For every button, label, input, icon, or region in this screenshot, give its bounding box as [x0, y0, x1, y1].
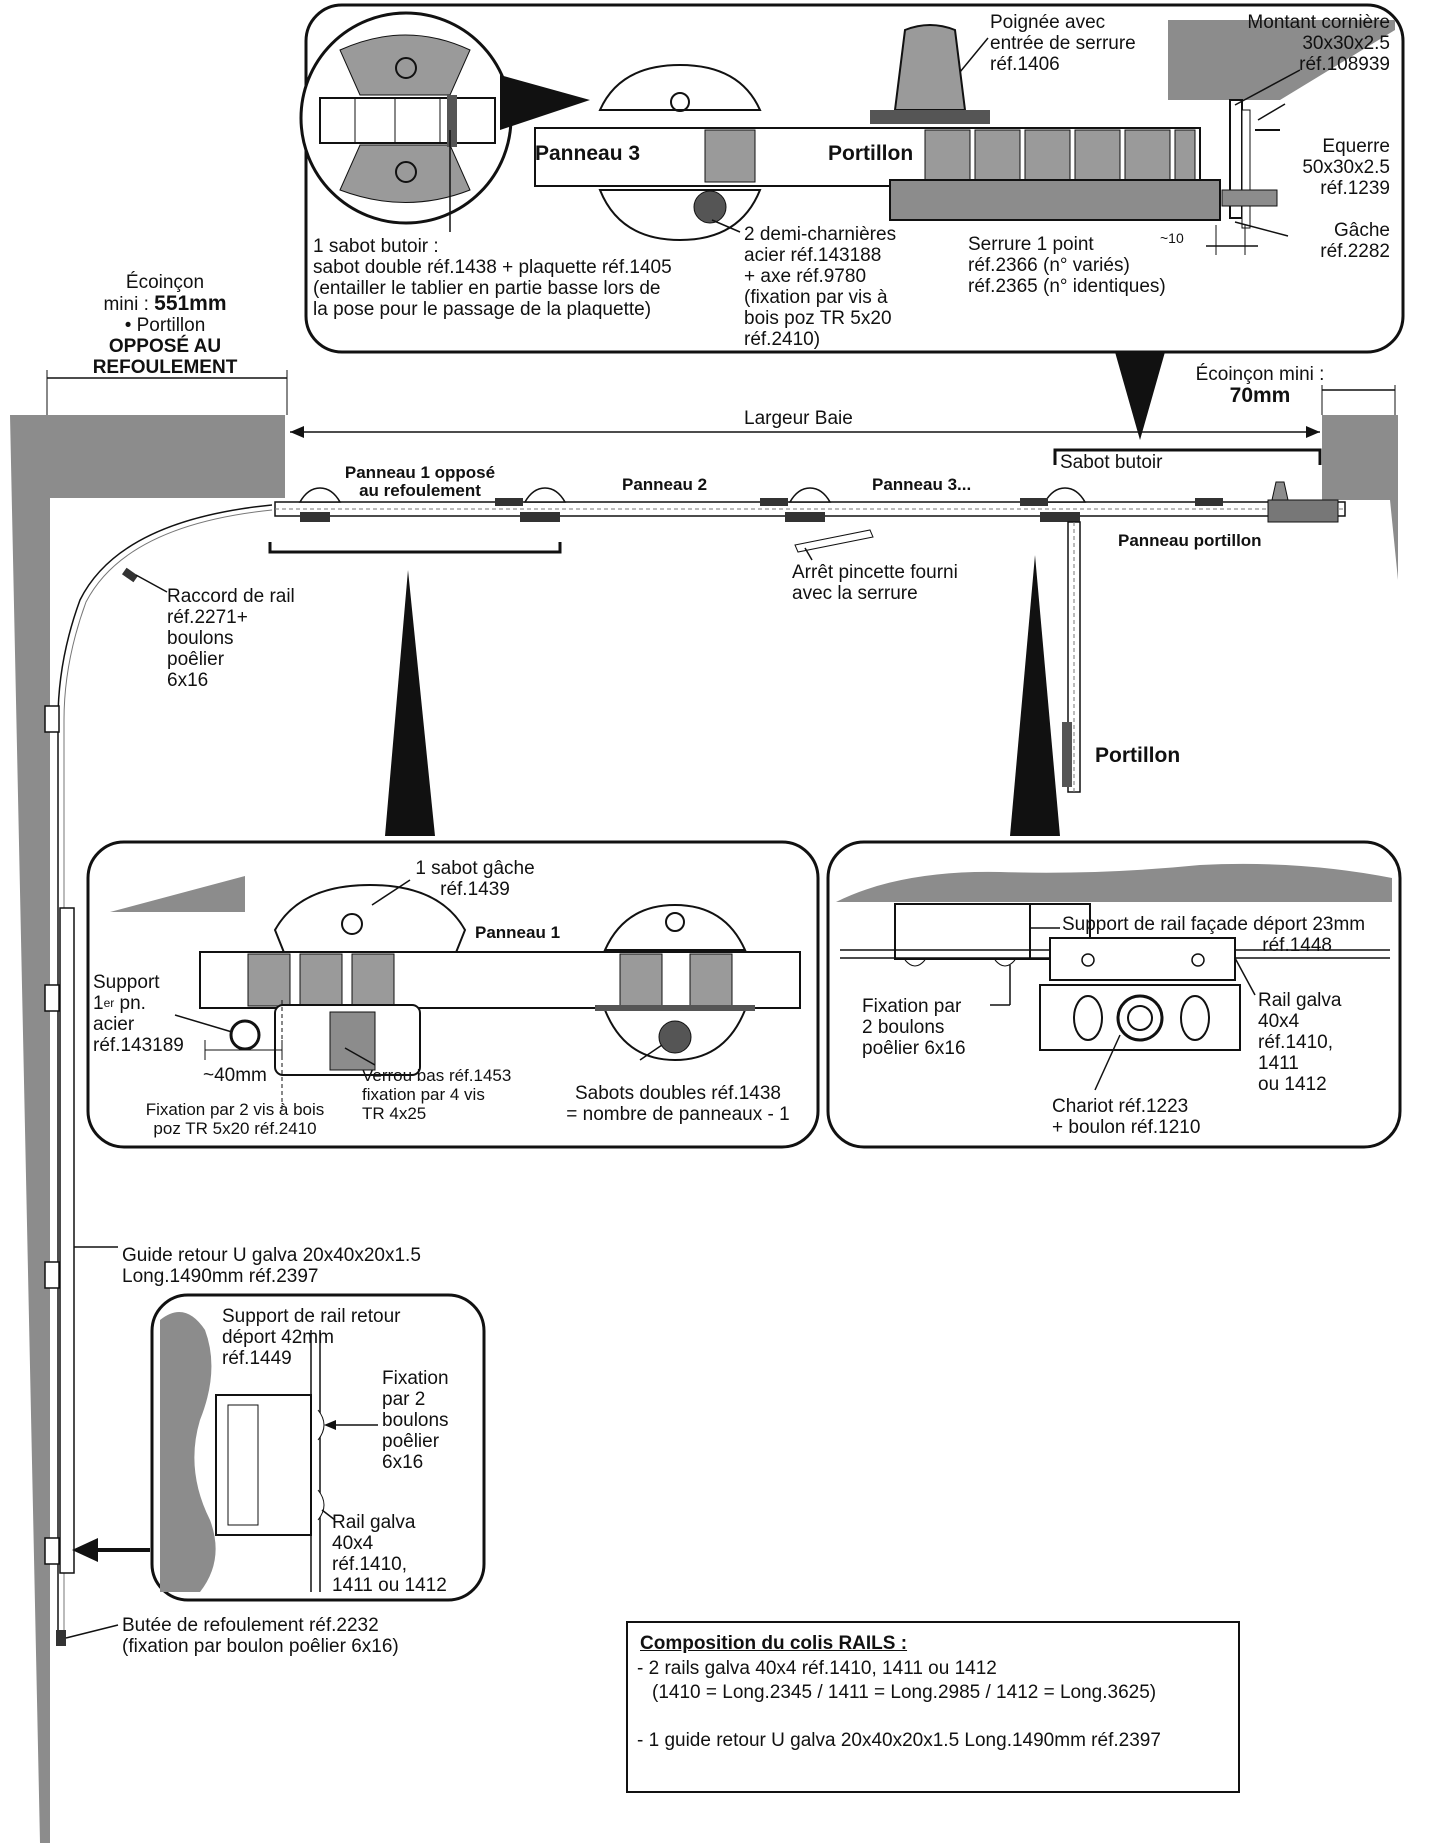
top-panneau3-label: Panneau 3 — [535, 142, 641, 165]
right-wall — [1322, 415, 1398, 580]
top-detail-callout — [299, 3, 1405, 440]
retour-detail-callout — [150, 1293, 486, 1602]
support-facade-label: Support de rail façade déport 23mm réf.1… — [1062, 914, 1366, 956]
dim-40-label: ~40mm — [203, 1065, 267, 1086]
right-detail-callout — [826, 840, 1402, 1149]
composition-title: Composition du colis RAILS : — [640, 1633, 908, 1654]
composition-box — [626, 1621, 1240, 1793]
ecoincon-left-label: Écoinçon mini : 551mm • Portillon OPPOSÉ… — [92, 272, 238, 378]
sabot-butoir-top-label: 1 sabot butoir :sabot double réf.1438 + … — [313, 236, 672, 320]
left-wall — [10, 415, 285, 1843]
butee-label: Butée de refoulement réf.2232(fixation p… — [122, 1615, 399, 1657]
support-1er-label: Support 1er pn. acier réf.143189 — [93, 972, 184, 1056]
dim-10-label: ~10 — [1160, 230, 1184, 246]
panneau3-label: Panneau 3... — [872, 475, 972, 494]
left-detail-callout — [86, 840, 820, 1149]
composition-line2: (1410 = Long.2345 / 1411 = Long.2985 / 1… — [652, 1682, 1157, 1703]
composition-line3: - 1 guide retour U galva 20x40x20x1.5 Lo… — [637, 1730, 1161, 1751]
chariot-label: Chariot réf.1223+ boulon réf.1210 — [1052, 1096, 1201, 1138]
sabot-butoir-label: Sabot butoir — [1060, 452, 1163, 473]
sabots-doubles-label: Sabots doubles réf.1438= nombre de panne… — [566, 1083, 790, 1125]
panneau2-label: Panneau 2 — [622, 475, 708, 494]
composition-line1: - 2 rails galva 40x4 réf.1410, 1411 ou 1… — [637, 1658, 997, 1679]
left-panneau1-label: Panneau 1 — [475, 923, 561, 942]
panneau-portillon-label: Panneau portillon — [1118, 531, 1262, 550]
ecoincon-right-label: Écoinçon mini : 70mm — [1195, 364, 1325, 407]
top-portillon-label: Portillon — [828, 142, 914, 165]
main-plan — [44, 370, 1396, 1646]
portillon-label: Portillon — [1095, 744, 1181, 767]
largeur-baie-label: Largeur Baie — [744, 408, 853, 429]
